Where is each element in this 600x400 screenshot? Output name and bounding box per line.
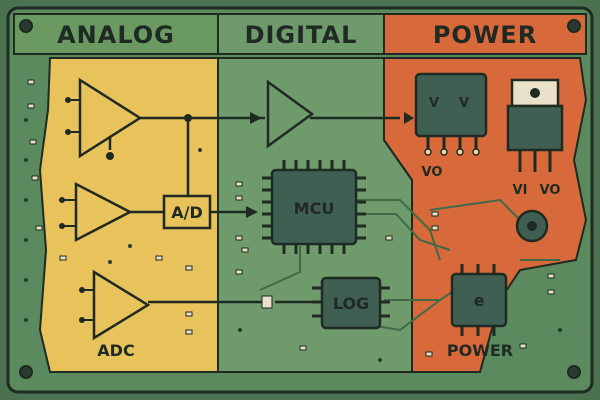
opamp-input-dots bbox=[59, 97, 192, 323]
transistor-vi-label: VI bbox=[513, 183, 528, 198]
header-analog: ANALOG bbox=[57, 21, 175, 49]
header-power: POWER bbox=[433, 21, 537, 49]
smd-components bbox=[27, 79, 555, 357]
regulator-pin-right-label: V bbox=[459, 96, 469, 111]
mcu-chip bbox=[262, 160, 366, 254]
mcu-label: MCU bbox=[294, 199, 335, 218]
power-section-label: POWER bbox=[447, 341, 513, 360]
log-chip bbox=[312, 276, 390, 330]
adc-converter-label: A/D bbox=[171, 203, 203, 222]
op-amps bbox=[74, 77, 151, 341]
vias bbox=[24, 118, 562, 362]
regulator-chip bbox=[414, 72, 488, 156]
analog-header-band bbox=[13, 13, 219, 55]
header-digital: DIGITAL bbox=[245, 21, 358, 49]
opamp-2 bbox=[74, 181, 133, 243]
opamp-1 bbox=[78, 77, 143, 159]
opamp-3 bbox=[92, 269, 151, 341]
log-label: LOG bbox=[333, 294, 369, 313]
regulator-vo-label: VO bbox=[422, 165, 443, 180]
arrow-heads bbox=[246, 112, 414, 218]
adc-section-label: ADC bbox=[97, 341, 134, 360]
power-chip-symbol: e bbox=[474, 291, 485, 310]
transistor-vo-label: VO bbox=[540, 183, 561, 198]
round-capacitor bbox=[515, 209, 549, 243]
power-header-band bbox=[383, 13, 587, 55]
mounting-holes bbox=[19, 19, 581, 379]
power-chip bbox=[450, 264, 508, 336]
opamp-input-lines bbox=[62, 99, 94, 321]
buffer-amplifier bbox=[266, 79, 315, 149]
power-transistor bbox=[506, 78, 564, 172]
mcu-pins bbox=[262, 160, 366, 254]
regulator-pin-left-label: V bbox=[429, 96, 439, 111]
adc-converter-box bbox=[162, 194, 212, 230]
